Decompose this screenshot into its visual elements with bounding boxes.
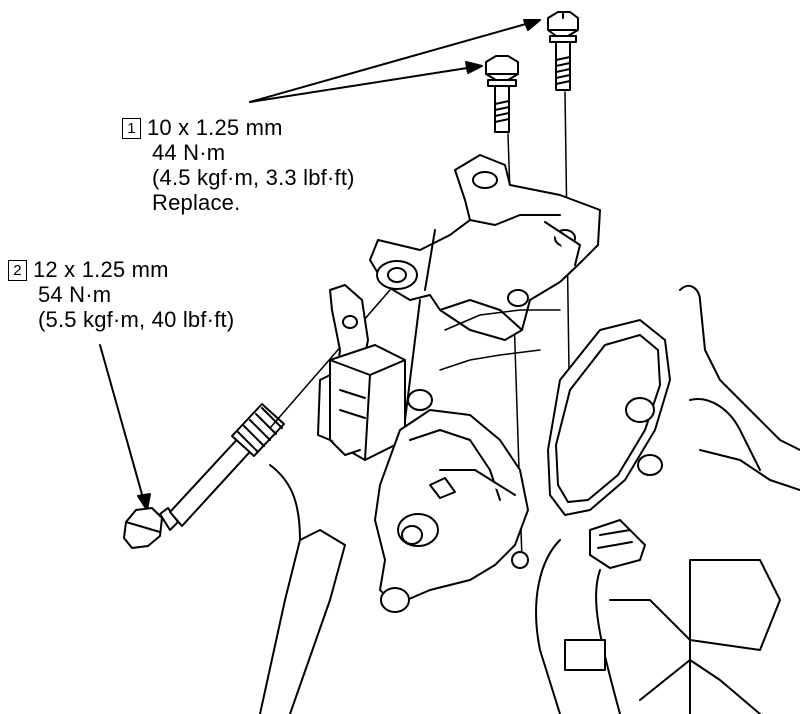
callout-2-size-line: 2 12 x 1.25 mm — [8, 257, 234, 282]
callout-1-number: 1 — [122, 118, 141, 139]
callout-bolt-2: 2 12 x 1.25 mm 54 N·m (5.5 kgf·m, 40 lbf·… — [8, 257, 234, 332]
callout-1-leaders — [249, 19, 541, 103]
callout-2-number: 2 — [8, 260, 27, 281]
upper-bolt-right — [547, 11, 579, 91]
callout-1-size: 10 x 1.25 mm — [147, 115, 283, 140]
mount-bracket — [369, 154, 601, 341]
engine-outline-left — [259, 229, 561, 714]
engine-components-right — [564, 284, 800, 714]
long-bolt — [123, 289, 391, 549]
callout-bolt-1: 1 10 x 1.25 mm 44 N·m (4.5 kgf·m, 3.3 lbf… — [122, 115, 355, 215]
callout-1-torque-nm: 44 N·m — [152, 140, 226, 165]
rubber-mount — [317, 344, 406, 461]
pulley — [547, 319, 671, 516]
hose-clamp — [535, 519, 646, 714]
callout-1-size-line: 1 10 x 1.25 mm — [122, 115, 355, 140]
lower-mount — [374, 389, 529, 613]
upper-bolt-left — [485, 55, 519, 133]
callout-2-torque-nm: 54 N·m — [38, 282, 112, 307]
callout-2-leader — [99, 344, 151, 511]
callout-2-torque-alt: (5.5 kgf·m, 40 lbf·ft) — [38, 307, 235, 332]
callout-2-size: 12 x 1.25 mm — [33, 257, 169, 282]
callout-1-note: Replace. — [152, 190, 241, 215]
callout-1-torque-alt: (4.5 kgf·m, 3.3 lbf·ft) — [152, 165, 355, 190]
